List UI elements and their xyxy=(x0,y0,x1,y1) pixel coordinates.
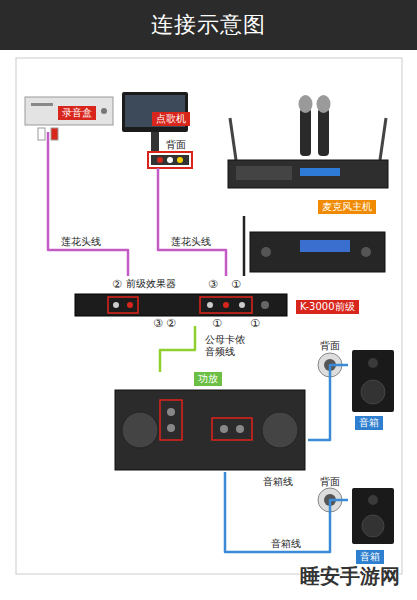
song-machine: 点歌机 xyxy=(120,90,192,168)
back-view-note: 背面 xyxy=(320,340,340,352)
cooling-fan xyxy=(122,412,158,448)
tweeter xyxy=(368,495,378,505)
frame-border xyxy=(16,58,402,574)
woofer xyxy=(362,515,384,537)
rca-cable xyxy=(48,132,128,276)
rca-jack xyxy=(177,157,183,163)
callout-number: ② xyxy=(112,279,122,291)
device-label: 点歌机 xyxy=(152,112,190,126)
recorder-knob xyxy=(101,108,107,114)
back-view-note: 背面 xyxy=(320,476,340,488)
rack-knob xyxy=(361,247,371,257)
rca-jack xyxy=(157,157,163,163)
speaker-cable xyxy=(308,365,348,440)
speaker-cabinet xyxy=(352,350,394,412)
xlr-cable xyxy=(160,326,195,372)
cable-label: 莲花头线 xyxy=(170,236,212,248)
device-label: 前级效果器 xyxy=(124,278,178,290)
device-label: 音箱 xyxy=(355,416,383,430)
microphone-head xyxy=(317,95,331,113)
input-highlight xyxy=(160,400,182,440)
back-panel xyxy=(148,152,192,168)
speakon-output xyxy=(236,425,244,433)
recorder-body xyxy=(25,97,113,125)
jack xyxy=(207,302,213,308)
rack-unit xyxy=(250,232,385,272)
device-label: 麦克风主机 xyxy=(318,200,376,214)
cooling-fan xyxy=(262,412,298,448)
callout-number: ① xyxy=(250,318,260,330)
amplifier-body xyxy=(115,390,305,470)
receiver-panel xyxy=(236,166,292,180)
callout-number: ③ xyxy=(153,318,163,330)
speakon-output xyxy=(220,425,228,433)
device-label: 功放 xyxy=(194,372,222,386)
callout-number: ① xyxy=(212,318,222,330)
cable-label: 音箱线 xyxy=(262,476,294,488)
rca-cable xyxy=(158,168,226,276)
speaker: 音箱 xyxy=(348,348,398,434)
back-panel-jacks xyxy=(151,155,189,165)
antenna xyxy=(230,118,236,160)
cable-label: 莲花头线 xyxy=(60,236,102,248)
rca-jack xyxy=(167,157,173,163)
cable-label: 音箱线 xyxy=(270,538,302,550)
rca-plug-white xyxy=(38,128,45,140)
xlr-input xyxy=(167,424,175,432)
xlr-input xyxy=(167,408,175,416)
rca-plug-red xyxy=(51,128,58,140)
microphone xyxy=(300,108,311,156)
jack xyxy=(239,302,245,308)
rack-display xyxy=(300,240,350,252)
title-bar: 连接示意图 xyxy=(0,0,417,50)
model-label: K-3000前级 xyxy=(296,300,359,314)
antenna xyxy=(380,118,386,160)
rack-knob xyxy=(261,247,271,257)
device-label: 音箱 xyxy=(356,550,384,564)
callout-number: ② xyxy=(166,318,176,330)
recorder-box: 录音盒 xyxy=(24,92,114,132)
tweeter xyxy=(368,358,378,368)
speaker: 音箱 xyxy=(348,486,398,568)
receiver-display xyxy=(300,168,340,176)
effector-body xyxy=(75,294,287,316)
receiver-body xyxy=(228,160,388,188)
device-label: 录音盒 xyxy=(58,106,96,120)
callout-number: ① xyxy=(231,279,241,291)
jack-highlight xyxy=(200,297,252,313)
speaker-cabinet xyxy=(352,488,394,544)
diagram-title: 连接示意图 xyxy=(151,10,266,40)
monitor-stand xyxy=(151,132,159,152)
callout-number: ③ xyxy=(208,279,218,291)
mic-receiver: 麦克风主机 xyxy=(226,94,390,216)
watermark: 睡安手游网 xyxy=(300,570,400,582)
xlr-jack xyxy=(261,301,269,309)
jack xyxy=(223,302,229,308)
speaker-cable xyxy=(225,472,348,552)
output-highlight xyxy=(212,418,252,440)
microphone xyxy=(318,108,329,156)
recorder-slot xyxy=(31,103,53,106)
jack xyxy=(127,302,133,308)
back-view-note: 背面 xyxy=(166,139,186,151)
power-amplifier: 功放 xyxy=(112,372,308,472)
audio-cable xyxy=(243,216,246,276)
jack xyxy=(113,302,119,308)
woofer xyxy=(361,380,385,404)
microphone-head xyxy=(299,95,313,113)
jack-highlight xyxy=(108,297,138,313)
cable-label: 公母卡侬 音频线 xyxy=(204,334,252,358)
